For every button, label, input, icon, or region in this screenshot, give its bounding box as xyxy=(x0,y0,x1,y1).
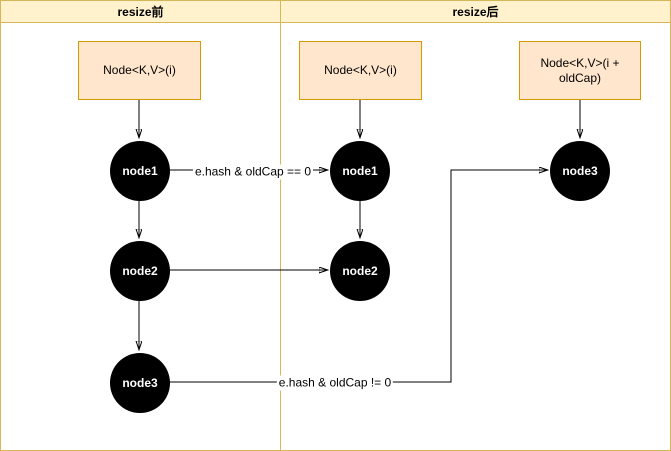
node-circle-after-node3: node3 xyxy=(550,141,610,201)
entry-box-before: Node<K,V>(i) xyxy=(78,41,201,100)
node-circle-before-node1: node1 xyxy=(110,141,170,201)
column-header-resize-after: resize后 xyxy=(281,1,670,23)
entry-box-after-high: Node<K,V>(i + oldCap) xyxy=(519,41,641,100)
table-header-row: resize前 resize后 xyxy=(1,1,670,23)
entry-box-after-low: Node<K,V>(i) xyxy=(299,41,422,100)
edge-label-lowbit-condition: e.hash & oldCap == 0 xyxy=(192,164,314,180)
node-circle-before-node2: node2 xyxy=(110,241,170,301)
edge-label-highbit-condition: e.hash & oldCap != 0 xyxy=(276,375,394,391)
node-circle-after-node2: node2 xyxy=(330,241,390,301)
column-header-resize-before: resize前 xyxy=(1,1,281,23)
node-circle-before-node3: node3 xyxy=(110,353,170,413)
node-circle-after-node1: node1 xyxy=(330,141,390,201)
